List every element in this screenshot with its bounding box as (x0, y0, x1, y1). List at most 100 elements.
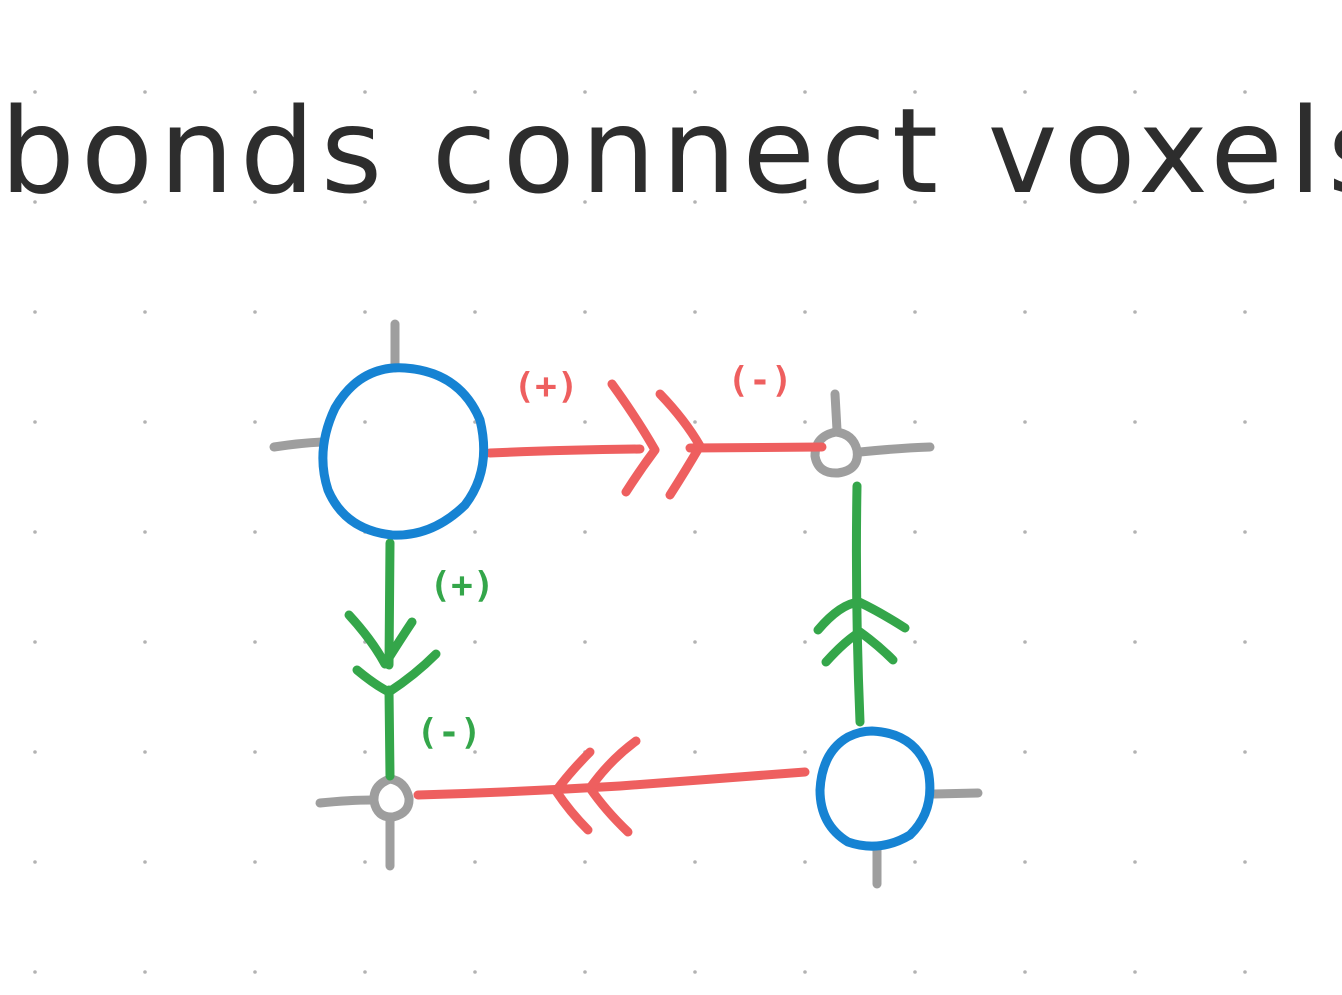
grid-dot (1243, 640, 1247, 644)
grid-dot (33, 530, 37, 534)
grid-dot (583, 310, 587, 314)
grid-dot (803, 530, 807, 534)
grid-dot (1133, 420, 1137, 424)
grid-dot (363, 420, 367, 424)
grid-dot (693, 90, 697, 94)
grid-dot (1023, 200, 1027, 204)
grid-dot (803, 90, 807, 94)
grid-dot (1023, 90, 1027, 94)
grid-dot (253, 310, 257, 314)
grid-dot (693, 530, 697, 534)
grid-dot (803, 200, 807, 204)
grid-dot (583, 860, 587, 864)
right-bond-arrowhead-plus (813, 597, 910, 635)
grid-dot (363, 860, 367, 864)
grid-dot (693, 750, 697, 754)
grid-dot (1243, 530, 1247, 534)
grid-dot (253, 530, 257, 534)
bottom-left-node-ring (369, 774, 414, 822)
grid-dot (143, 310, 147, 314)
diagram-title: bonds connect voxels (0, 82, 1342, 220)
grid-dot (33, 970, 37, 974)
top-right-node-stub-right (855, 442, 935, 457)
grid-dot (363, 750, 367, 754)
grid-dot (803, 420, 807, 424)
left-bond-arrowhead-plus (344, 610, 417, 669)
grid-dot (693, 200, 697, 204)
grid-dot (143, 420, 147, 424)
left-bond-line-lower (384, 685, 395, 781)
grid-dot (913, 310, 917, 314)
top-right-node-ring (810, 427, 862, 478)
grid-dot (363, 200, 367, 204)
grid-dot (33, 640, 37, 644)
top-bond-line-right (685, 442, 827, 453)
grid-dot (1023, 750, 1027, 754)
grid-dot (913, 860, 917, 864)
left-bond-line (384, 538, 395, 670)
grid-dot (1243, 310, 1247, 314)
grid-dot (913, 970, 917, 974)
grid-dot (143, 90, 147, 94)
grid-dot (253, 640, 257, 644)
grid-dot (143, 640, 147, 644)
grid-dot (693, 640, 697, 644)
grid-dot (1023, 310, 1027, 314)
grid-dot (803, 970, 807, 974)
grid-dot (363, 90, 367, 94)
bottom-right-voxel-stub-right (929, 788, 983, 799)
grid-dot (33, 310, 37, 314)
grid-dot (1133, 640, 1137, 644)
grid-dot (33, 420, 37, 424)
top-bond-negative-label: (-) (727, 360, 792, 401)
bottom-left-node-stub-left (315, 795, 377, 808)
grid-dot (143, 200, 147, 204)
grid-dot (583, 640, 587, 644)
voxels (318, 363, 935, 851)
grid-dot (1243, 970, 1247, 974)
grid-dot (1133, 530, 1137, 534)
grid-dot (473, 750, 477, 754)
bottom-bond-arrowhead-plus (585, 736, 641, 837)
top-bond-line (485, 444, 645, 458)
grid-dot (253, 860, 257, 864)
grid-dot (253, 970, 257, 974)
top-bond-positive-label: (+) (513, 366, 578, 407)
grid-dot (1023, 860, 1027, 864)
grid-dot (1243, 200, 1247, 204)
grid-dot (803, 860, 807, 864)
grid-dot (583, 200, 587, 204)
left-bond-negative-label: (-) (416, 712, 481, 753)
grid-dot (693, 970, 697, 974)
horizontal-bonds (413, 379, 827, 837)
grid-dot (913, 640, 917, 644)
grid-dot (583, 970, 587, 974)
grid-dot (143, 860, 147, 864)
grid-dot (1133, 310, 1137, 314)
grid-dot (583, 420, 587, 424)
grid-dot (143, 970, 147, 974)
grid-dot (1243, 420, 1247, 424)
grid-dot (473, 640, 477, 644)
grid-dot (913, 530, 917, 534)
top-bond-arrowhead-plus (607, 379, 660, 497)
grid-dot (363, 310, 367, 314)
grid-dot (253, 420, 257, 424)
left-bond-positive-label: (+) (429, 565, 494, 606)
grid-dot (33, 860, 37, 864)
grid-dot (1133, 90, 1137, 94)
vertical-bonds (344, 481, 910, 781)
grid-dot (473, 860, 477, 864)
top-right-node-stub-up (830, 389, 842, 435)
grid-dot (1133, 970, 1137, 974)
grid-dot (1243, 750, 1247, 754)
grid-dot (1023, 420, 1027, 424)
grid-dot (913, 420, 917, 424)
grid-dot (583, 530, 587, 534)
grid-dot (473, 530, 477, 534)
grid-dot (913, 90, 917, 94)
grid-dot (1023, 530, 1027, 534)
grid-dot (583, 90, 587, 94)
